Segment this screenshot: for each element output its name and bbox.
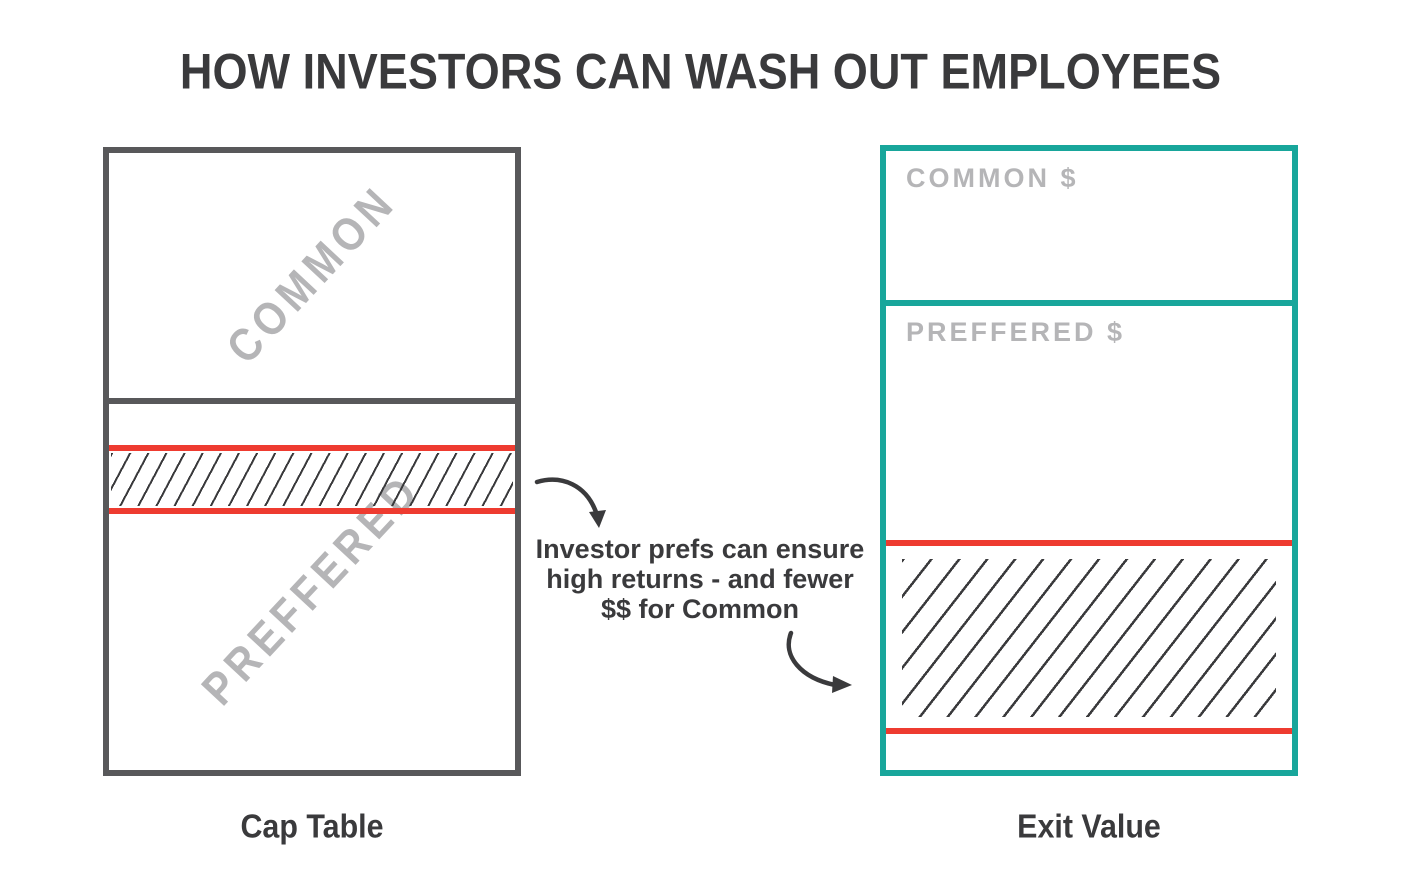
- cap-table-section-divider: [109, 398, 515, 404]
- cap-table-caption: Cap Table: [240, 807, 384, 845]
- cap-table-red-line-top: [109, 445, 515, 451]
- exit-value-red-line-top: [886, 540, 1292, 546]
- annotation-line-1: Investor prefs can ensure: [535, 534, 865, 564]
- exit-value-caption: Exit Value: [1017, 807, 1161, 845]
- cap-table-hatched-band: [111, 453, 513, 506]
- curved-arrow-right-icon: [786, 630, 852, 693]
- exit-value-box: COMMON $ PREFFERED $: [880, 145, 1298, 776]
- curved-arrow-down-icon: [534, 477, 606, 528]
- page-title: HOW INVESTORS CAN WASH OUT EMPLOYEES: [179, 42, 1222, 100]
- common-section-label: COMMON: [217, 175, 407, 374]
- cap-table-common-section: COMMON: [109, 153, 515, 398]
- exit-value-red-line-bottom: [886, 728, 1292, 734]
- exit-common-label: COMMON $: [906, 163, 1079, 193]
- exit-value-hatched-band: [902, 559, 1276, 717]
- cap-table-red-line-bottom: [109, 508, 515, 514]
- annotation-line-2: high returns - and fewer: [546, 564, 854, 594]
- cap-table-box: COMMON PREFFERED: [103, 147, 521, 776]
- exit-preferred-label: PREFFERED $: [906, 317, 1126, 347]
- annotation-line-3: $$ for Common: [600, 594, 800, 624]
- annotation-text: Investor prefs can ensure high returns -…: [530, 534, 870, 624]
- exit-value-section-divider: [886, 300, 1292, 306]
